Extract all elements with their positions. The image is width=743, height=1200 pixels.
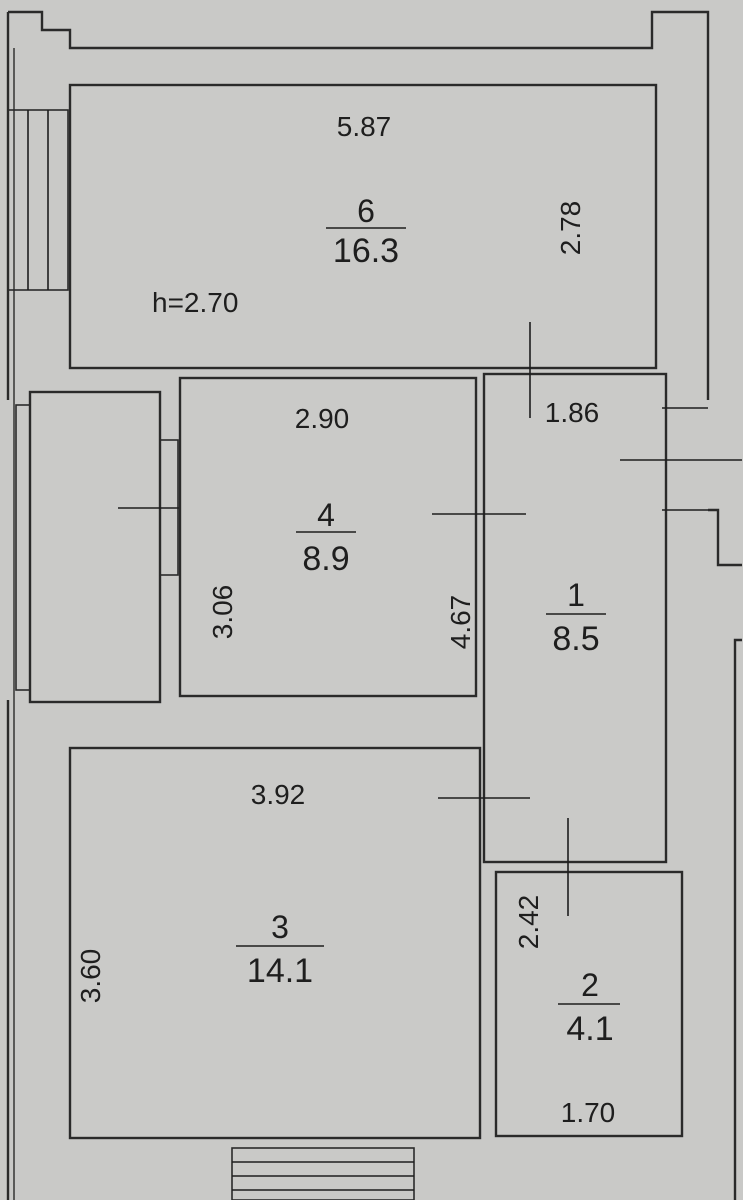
room-2-depth: 2.42 bbox=[513, 895, 544, 950]
loggia bbox=[15, 390, 222, 704]
room-3 bbox=[68, 746, 482, 1140]
room-4-width: 2.90 bbox=[295, 403, 350, 434]
room-3-number: 3 bbox=[271, 909, 289, 945]
room-3-area: 14.1 bbox=[247, 952, 313, 990]
room-3-depth: 3.60 bbox=[75, 949, 106, 1004]
ceiling-height: h=2.70 bbox=[152, 287, 238, 318]
room-1 bbox=[482, 372, 668, 864]
entrance-door bbox=[620, 407, 742, 511]
room-1-width: 1.86 bbox=[545, 397, 600, 428]
room-6-number: 6 bbox=[357, 193, 375, 229]
room-1-area: 8.5 bbox=[552, 620, 599, 658]
room-6 bbox=[68, 83, 658, 370]
outer-walls bbox=[6, 10, 742, 1200]
room-2-area: 4.1 bbox=[566, 1010, 613, 1048]
room-4-number: 4 bbox=[317, 497, 335, 533]
door-marks bbox=[432, 322, 569, 916]
window-left-top bbox=[7, 109, 69, 291]
room-6-depth: 2.78 bbox=[555, 201, 586, 256]
room-4-area: 8.9 bbox=[302, 540, 349, 578]
room-6-area: 16.3 bbox=[333, 232, 399, 270]
room-4 bbox=[178, 376, 478, 698]
stairs-bottom bbox=[231, 1147, 415, 1200]
room-1-depth: 4.67 bbox=[445, 595, 476, 650]
room-2-width: 1.70 bbox=[561, 1097, 616, 1128]
room-6-width: 5.87 bbox=[337, 111, 392, 142]
room-4-depth: 3.06 bbox=[207, 585, 238, 640]
room-2-number: 2 bbox=[581, 967, 599, 1003]
room-3-width: 3.92 bbox=[251, 779, 306, 810]
room-1-number: 1 bbox=[567, 577, 585, 613]
